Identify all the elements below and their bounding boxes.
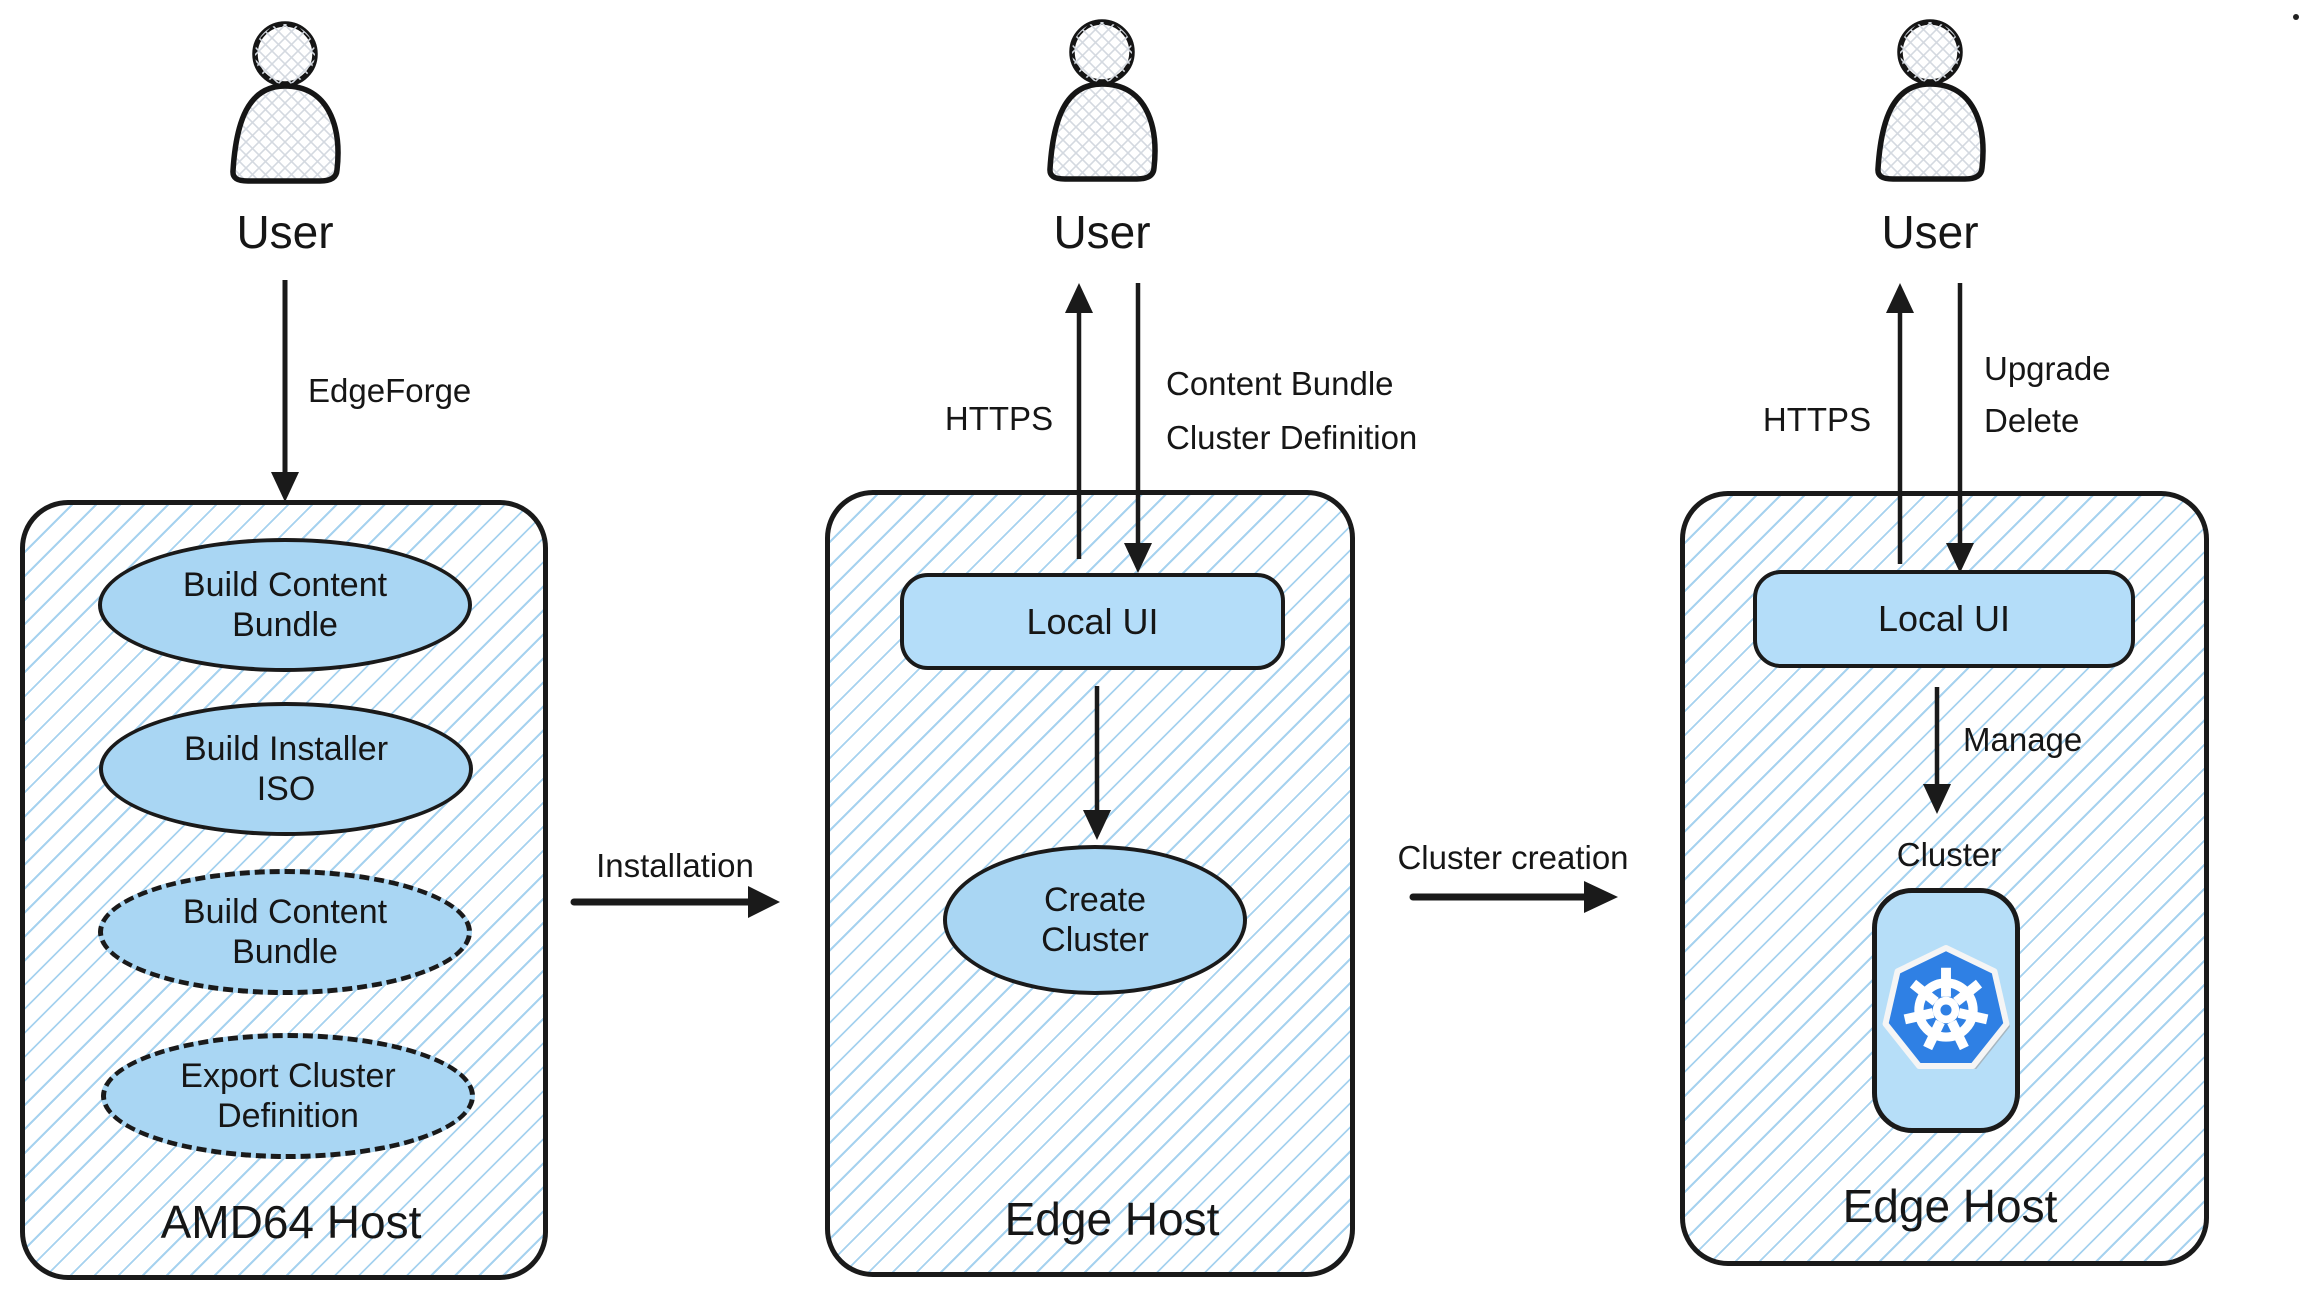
build-content-bundle-dashed-node: Build Content Bundle [98,869,472,995]
edge-host-title-right: Edge Host [1842,1180,2058,1232]
create-cluster-node: Create Cluster [943,845,1247,995]
actor-label: User [236,206,334,258]
local-ui-label: Local UI [1877,598,2011,639]
cluster-creation-arrow-label: Cluster creation [1397,839,1629,876]
node-label: Build Content Bundle [182,566,388,644]
actor-label: User [1053,206,1151,258]
local-ui-box: Local UI [900,573,1285,670]
installation-arrow [570,886,780,918]
build-content-bundle-node: Build Content Bundle [98,538,472,672]
edgeforge-arrow [271,280,299,502]
stray-dot [2293,14,2299,20]
content-bundle-arrow-label: Content Bundle [1166,365,1394,402]
cluster-creation-arrow [1409,881,1618,913]
cluster-definition-arrow-label: Cluster Definition [1166,419,1418,456]
node-label: Build Installer ISO [183,730,389,808]
upgrade-arrow-label: Upgrade [1984,350,2111,387]
cluster-label: Cluster [1896,836,2002,873]
build-installer-iso-node: Build Installer ISO [99,702,473,836]
person-icon [1047,19,1158,182]
local-ui-label: Local UI [1026,600,1159,642]
amd64-host-title: AMD64 Host [160,1196,422,1248]
person-icon [230,21,341,184]
node-label: Export Cluster Definition [180,1057,396,1135]
https-arrow-label: HTTPS [1762,401,1872,438]
kubernetes-icon [1882,944,2010,1069]
https-arrow-label: HTTPS [944,400,1054,437]
node-label: Build Content Bundle [182,893,388,971]
edgeforge-arrow-label: EdgeForge [308,372,472,409]
manage-arrow-label: Manage [1963,721,2083,758]
person-icon [1875,19,1986,182]
export-cluster-definition-node: Export Cluster Definition [101,1033,475,1159]
edge-host-title-middle: Edge Host [1004,1193,1220,1245]
actor-label: User [1881,206,1979,258]
installation-arrow-label: Installation [596,847,754,884]
local-ui-box: Local UI [1753,570,2135,668]
node-label: Create Cluster [1041,881,1149,959]
delete-arrow-label: Delete [1984,402,2080,439]
